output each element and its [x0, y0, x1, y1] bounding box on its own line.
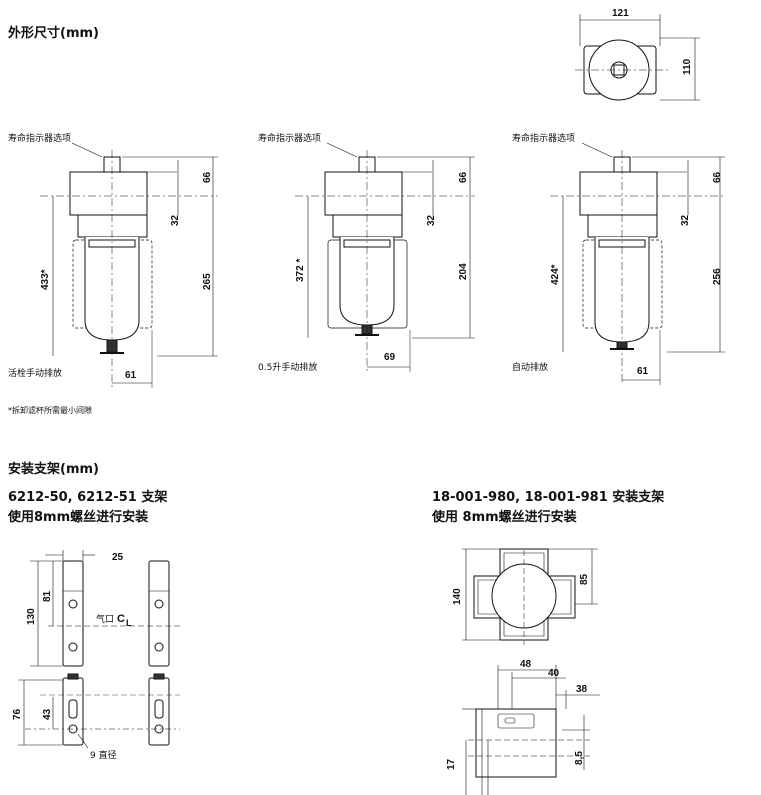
- port-label: 气口: [96, 613, 114, 625]
- bracket-left-dim-lower-total: 76: [12, 708, 23, 720]
- filter-unit-2: [295, 142, 475, 372]
- unit2-dim-body: 204: [458, 263, 469, 280]
- indicator-leader: [326, 142, 358, 158]
- unit1-dim-width: 61: [125, 370, 137, 381]
- drain-label-3: 自动排放: [512, 363, 549, 373]
- bracket-left-title: 6212-50, 6212-51 支架: [8, 490, 168, 505]
- indicator-label-2: 寿命指示器选项: [258, 134, 322, 144]
- centerline-l: L: [126, 618, 132, 628]
- unit2-dim-clearance: 372 *: [295, 259, 306, 282]
- section-title-dimensions: 外形尺寸(mm): [8, 26, 99, 41]
- unit2-dim-head: 32: [426, 214, 437, 226]
- section-title-brackets: 安装支架(mm): [8, 462, 99, 477]
- bracket-right-dim-17: 17: [446, 758, 457, 770]
- unit1-dim-top: 66: [202, 171, 213, 183]
- top-view-drawing: 121 110: [575, 8, 700, 101]
- bracket-right-dim-height: 140: [452, 588, 463, 605]
- unit2-dim-top: 66: [458, 171, 469, 183]
- unit2-dim-width: 69: [384, 352, 396, 363]
- unit3-dim-body: 256: [712, 268, 723, 285]
- indicator-leader: [71, 142, 103, 158]
- indicator-label-3: 寿命指示器选项: [512, 134, 576, 144]
- drain-label-2: 0.5升手动排放: [258, 363, 318, 373]
- indicator-leader: [581, 142, 613, 158]
- bracket-left-subtitle: 使用8mm螺丝进行安装: [8, 510, 149, 525]
- indicator-label-1: 寿命指示器选项: [8, 134, 72, 144]
- unit1-dim-body: 265: [202, 273, 213, 290]
- bracket-left-drawing: 25 130 81 76 43 气口 C L 9 直径: [12, 550, 180, 761]
- filter-unit-3: [550, 142, 725, 385]
- bracket-left-dim-height: 130: [26, 608, 37, 625]
- centerline-c: C: [117, 613, 125, 625]
- unit3-dim-top: 66: [712, 171, 723, 183]
- bracket-right-title: 18-001-980, 18-001-981 安装支架: [432, 490, 665, 505]
- unit1-dim-clearance: 433*: [40, 269, 51, 290]
- filter-unit-1: [40, 142, 218, 388]
- bracket-right-dim-48: 48: [520, 659, 532, 670]
- bracket-right-dim-8-5: 8,5: [574, 751, 585, 765]
- bracket-left-dim-width: 25: [112, 552, 124, 563]
- drain-label-1: 活栓手动排放: [8, 369, 63, 379]
- bracket-right-dim-40: 40: [548, 668, 560, 679]
- unit3-dim-clearance: 424*: [550, 264, 561, 285]
- bracket-right-subtitle: 使用 8mm螺丝进行安装: [432, 510, 577, 525]
- unit3-dim-head: 32: [680, 214, 691, 226]
- unit3-dim-width: 61: [637, 366, 649, 377]
- bracket-right-drawing: 140 85 48 40 38 17 8,5: [446, 548, 600, 795]
- top-view-width-dim: 121: [612, 8, 629, 19]
- bracket-left-dim-lower: 43: [42, 708, 53, 720]
- bracket-right-dim-upper: 85: [579, 573, 590, 585]
- top-view-height-dim: 110: [682, 58, 693, 75]
- footnote: *拆卸滤杯所需最小间隙: [8, 406, 92, 415]
- hole-diameter-label: 9 直径: [90, 749, 117, 761]
- bracket-left-dim-upper: 81: [42, 590, 53, 602]
- bracket-right-dim-38: 38: [576, 684, 588, 695]
- unit1-dim-head: 32: [170, 214, 181, 226]
